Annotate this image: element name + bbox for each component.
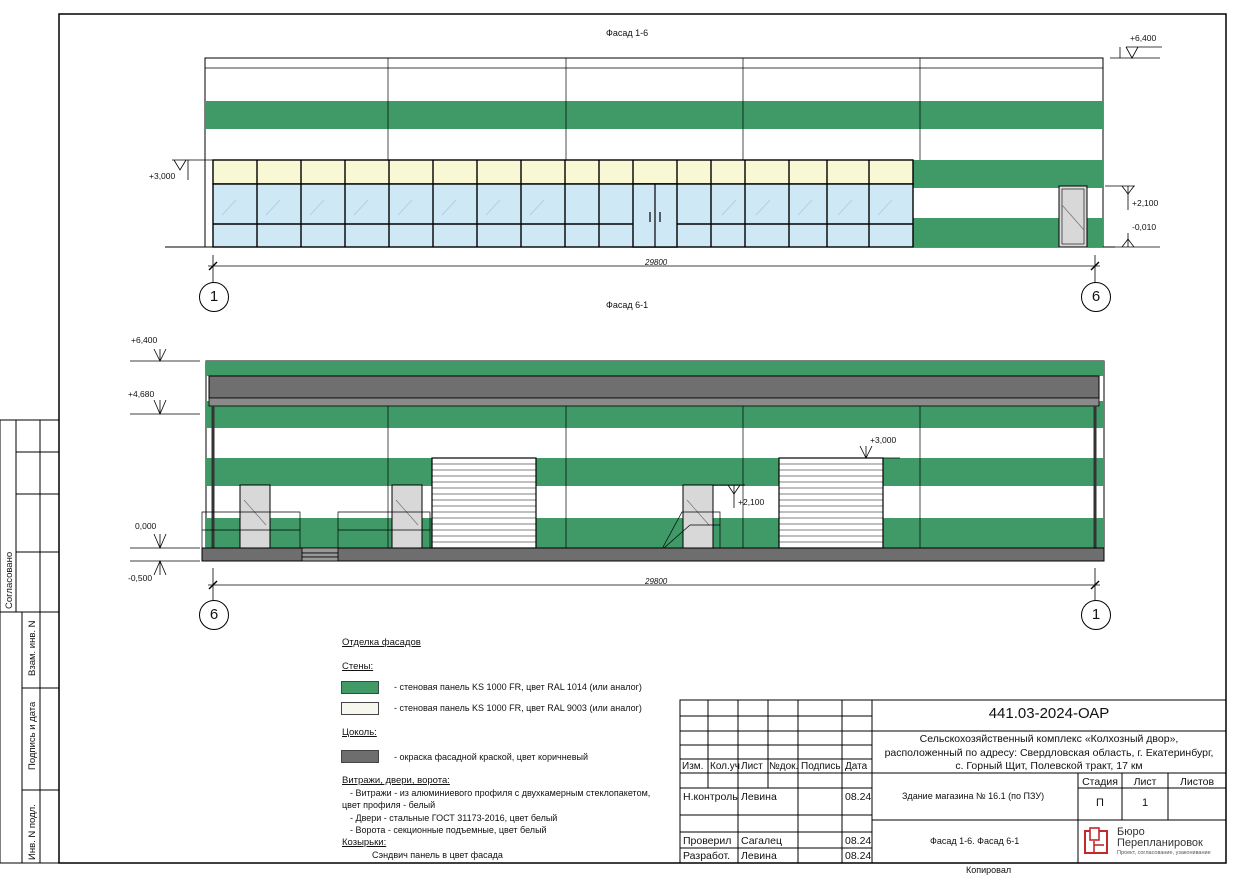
legend-vitrage-2: цвет профиля - белый <box>342 800 436 810</box>
sectional-gate <box>778 457 884 549</box>
dimension-label: 29800 <box>645 577 668 586</box>
mark-top: +6,400 <box>131 335 158 345</box>
green-band <box>206 518 1104 548</box>
canopy <box>208 375 1100 399</box>
door <box>391 484 423 549</box>
mark-vitrage: +3,000 <box>149 171 176 181</box>
mark-ground: -0,500 <box>128 573 153 583</box>
row-name: Сагалец <box>741 835 782 847</box>
col-header: №док. <box>769 761 799 772</box>
col-header: Дата <box>845 761 868 772</box>
row-name: Левина <box>741 850 777 862</box>
legend-canopy: Сэндвич панель в цвет фасада <box>372 850 503 860</box>
row-name: Левина <box>741 791 777 803</box>
row-role: Проверил <box>683 835 732 847</box>
row-date: 08.24 <box>845 791 872 803</box>
row-role: Н.контроль <box>683 791 738 803</box>
legend-walls-title: Стены: <box>342 661 374 672</box>
copied-label: Копировал <box>966 865 1012 875</box>
legend-vitrage-title: Витражи, двери, ворота: <box>342 775 450 786</box>
door <box>682 484 714 549</box>
facade-1-title: Фасад 1-6 <box>606 28 649 38</box>
legend-title: Отделка фасадов <box>342 637 421 648</box>
legend-canopy-title: Козырьки: <box>342 837 387 848</box>
logo-line-2: Перепланировок <box>1117 837 1203 849</box>
col-header: Лист <box>741 761 763 772</box>
title-block-grid <box>679 699 1227 864</box>
col-header: Подпись <box>801 761 841 772</box>
doc-code: 441.03-2024-ОАР <box>988 705 1110 722</box>
logo-line-3: Проект, согласование, узаконивание <box>1117 850 1211 856</box>
door <box>239 484 271 549</box>
row-date: 08.24 <box>845 850 872 862</box>
row-role: Разработ. <box>683 850 731 862</box>
sheets-label: Листов <box>1179 776 1215 788</box>
mark-door: +2,100 <box>1132 198 1159 208</box>
plinth <box>201 547 1105 562</box>
side-stamp-grid <box>0 419 60 864</box>
col-header: Кол.уч <box>710 761 740 772</box>
col-header: Изм. <box>682 761 704 772</box>
facade-6-1 <box>130 348 1105 600</box>
mark-top: +6,400 <box>1130 33 1157 43</box>
legend-wall-white: - стеновая панель KS 1000 FR, цвет RAL 9… <box>394 703 642 713</box>
mark-canopy: +4,680 <box>128 389 155 399</box>
vitrage <box>212 159 914 248</box>
mark-door: +2,100 <box>738 497 765 507</box>
project-line-3: с. Горный Щит, Полевской тракт, 17 км <box>955 760 1143 772</box>
legend-plinth-title: Цоколь: <box>342 727 377 738</box>
sheet-value: 1 <box>1141 797 1149 809</box>
legend-plinth: - окраска фасадной краской, цвет коричне… <box>394 752 588 762</box>
sheet-title: Фасад 1-6. Фасад 6-1 <box>930 836 1020 846</box>
side-inv-replace: Взам. инв. N <box>27 620 38 676</box>
stage-label: Стадия <box>1082 776 1118 788</box>
project-line-1: Сельскохозяйственный комплекс «Колхозный… <box>919 733 1179 745</box>
logo-line-1: Бюро <box>1117 826 1145 838</box>
axis-marker: 6 <box>1081 282 1111 312</box>
green-band <box>206 458 1104 486</box>
dimension-label: 29800 <box>645 258 668 267</box>
mark-gate: +3,000 <box>870 435 897 445</box>
legend-doors: - Двери - стальные ГОСТ 31173-2016, цвет… <box>350 813 558 823</box>
swatch-white <box>341 702 379 715</box>
green-band <box>913 160 1103 188</box>
facade-2-title: Фасад 6-1 <box>606 300 649 310</box>
project-line-2: расположенный по адресу: Свердловская об… <box>884 747 1214 759</box>
side-sign-date: Подпись и дата <box>27 701 38 770</box>
legend-wall-green: - стеновая панель KS 1000 FR, цвет RAL 1… <box>394 682 642 692</box>
side-agreed: Согласовано <box>4 551 15 609</box>
bureau-logo-icon <box>1084 827 1108 854</box>
sectional-gate <box>431 457 537 549</box>
building-name: Здание магазина № 16.1 (по ПЗУ) <box>902 791 1045 801</box>
side-inv-orig: Инв. N подл. <box>27 804 38 860</box>
legend-gates: - Ворота - секционные подъемные, цвет бе… <box>350 825 547 835</box>
swatch-plinth <box>341 750 379 763</box>
axis-marker: 6 <box>199 600 229 630</box>
stage-value: П <box>1096 797 1104 809</box>
green-band <box>205 101 1103 129</box>
legend-vitrage-1: - Витражи - из алюминиевого профиля с дв… <box>350 788 651 798</box>
mark-zero: 0,000 <box>135 521 157 531</box>
swatch-green <box>341 681 379 694</box>
mark-ground: -0,010 <box>1132 222 1157 232</box>
green-band <box>206 361 1104 376</box>
facade-1-6 <box>165 46 1162 283</box>
row-date: 08.24 <box>845 835 872 847</box>
axis-marker: 1 <box>199 282 229 312</box>
sheet-label: Лист <box>1133 776 1157 788</box>
axis-marker: 1 <box>1081 600 1111 630</box>
service-door <box>1058 185 1088 248</box>
